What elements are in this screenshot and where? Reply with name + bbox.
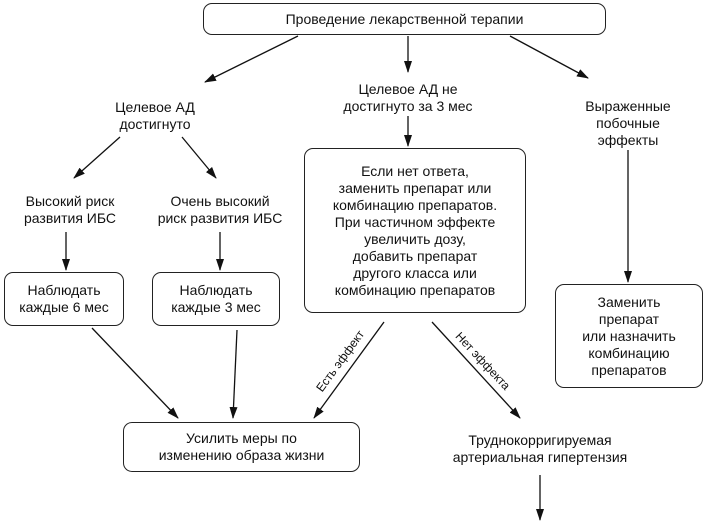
text-target-bp-reached: Целевое АД достигнуто [115,99,195,132]
text-refractory-hypertension: Труднокорригируемая артериальная гиперте… [452,432,628,465]
text-very-high-risk-ibs: Очень высокий риск развития ИБС [157,193,283,226]
box-observe-3-months: Наблюдать каждые 3 мес [152,272,280,326]
text-target-bp-not-reached: Целевое АД не достигнуто за 3 мес [343,81,473,114]
arrow-observe-3-to-lifestyle [229,329,238,419]
text-high-risk-ibs: Высокий риск развития ИБС [24,193,116,226]
box-observe-6-months: Наблюдать каждые 6 мес [4,272,124,326]
arrow-observe-6-to-lifestyle [91,327,179,419]
box-lifestyle-measures: Усилить меры по изменению образа жизни [123,422,360,472]
text-side-effects: Выраженные побочные эффекты [585,97,671,148]
box-no-response-advice: Если нет ответа, заменить препарат или к… [304,148,526,313]
arrow-therapy-to-side-effects [509,35,589,79]
arrow-no-effect-to-refractory [431,321,521,419]
arrow-effect-to-lifestyle [313,321,385,419]
arrow-bp-reached-to-very-high-risk [181,136,217,179]
box-replace-drug: Заменить препарат или назначить комбинац… [555,284,703,388]
arrow-bp-reached-to-high-risk [73,136,121,179]
box-drug-therapy: Проведение лекарственной терапии [203,3,606,35]
arrow-therapy-to-bp-reached [204,35,299,83]
